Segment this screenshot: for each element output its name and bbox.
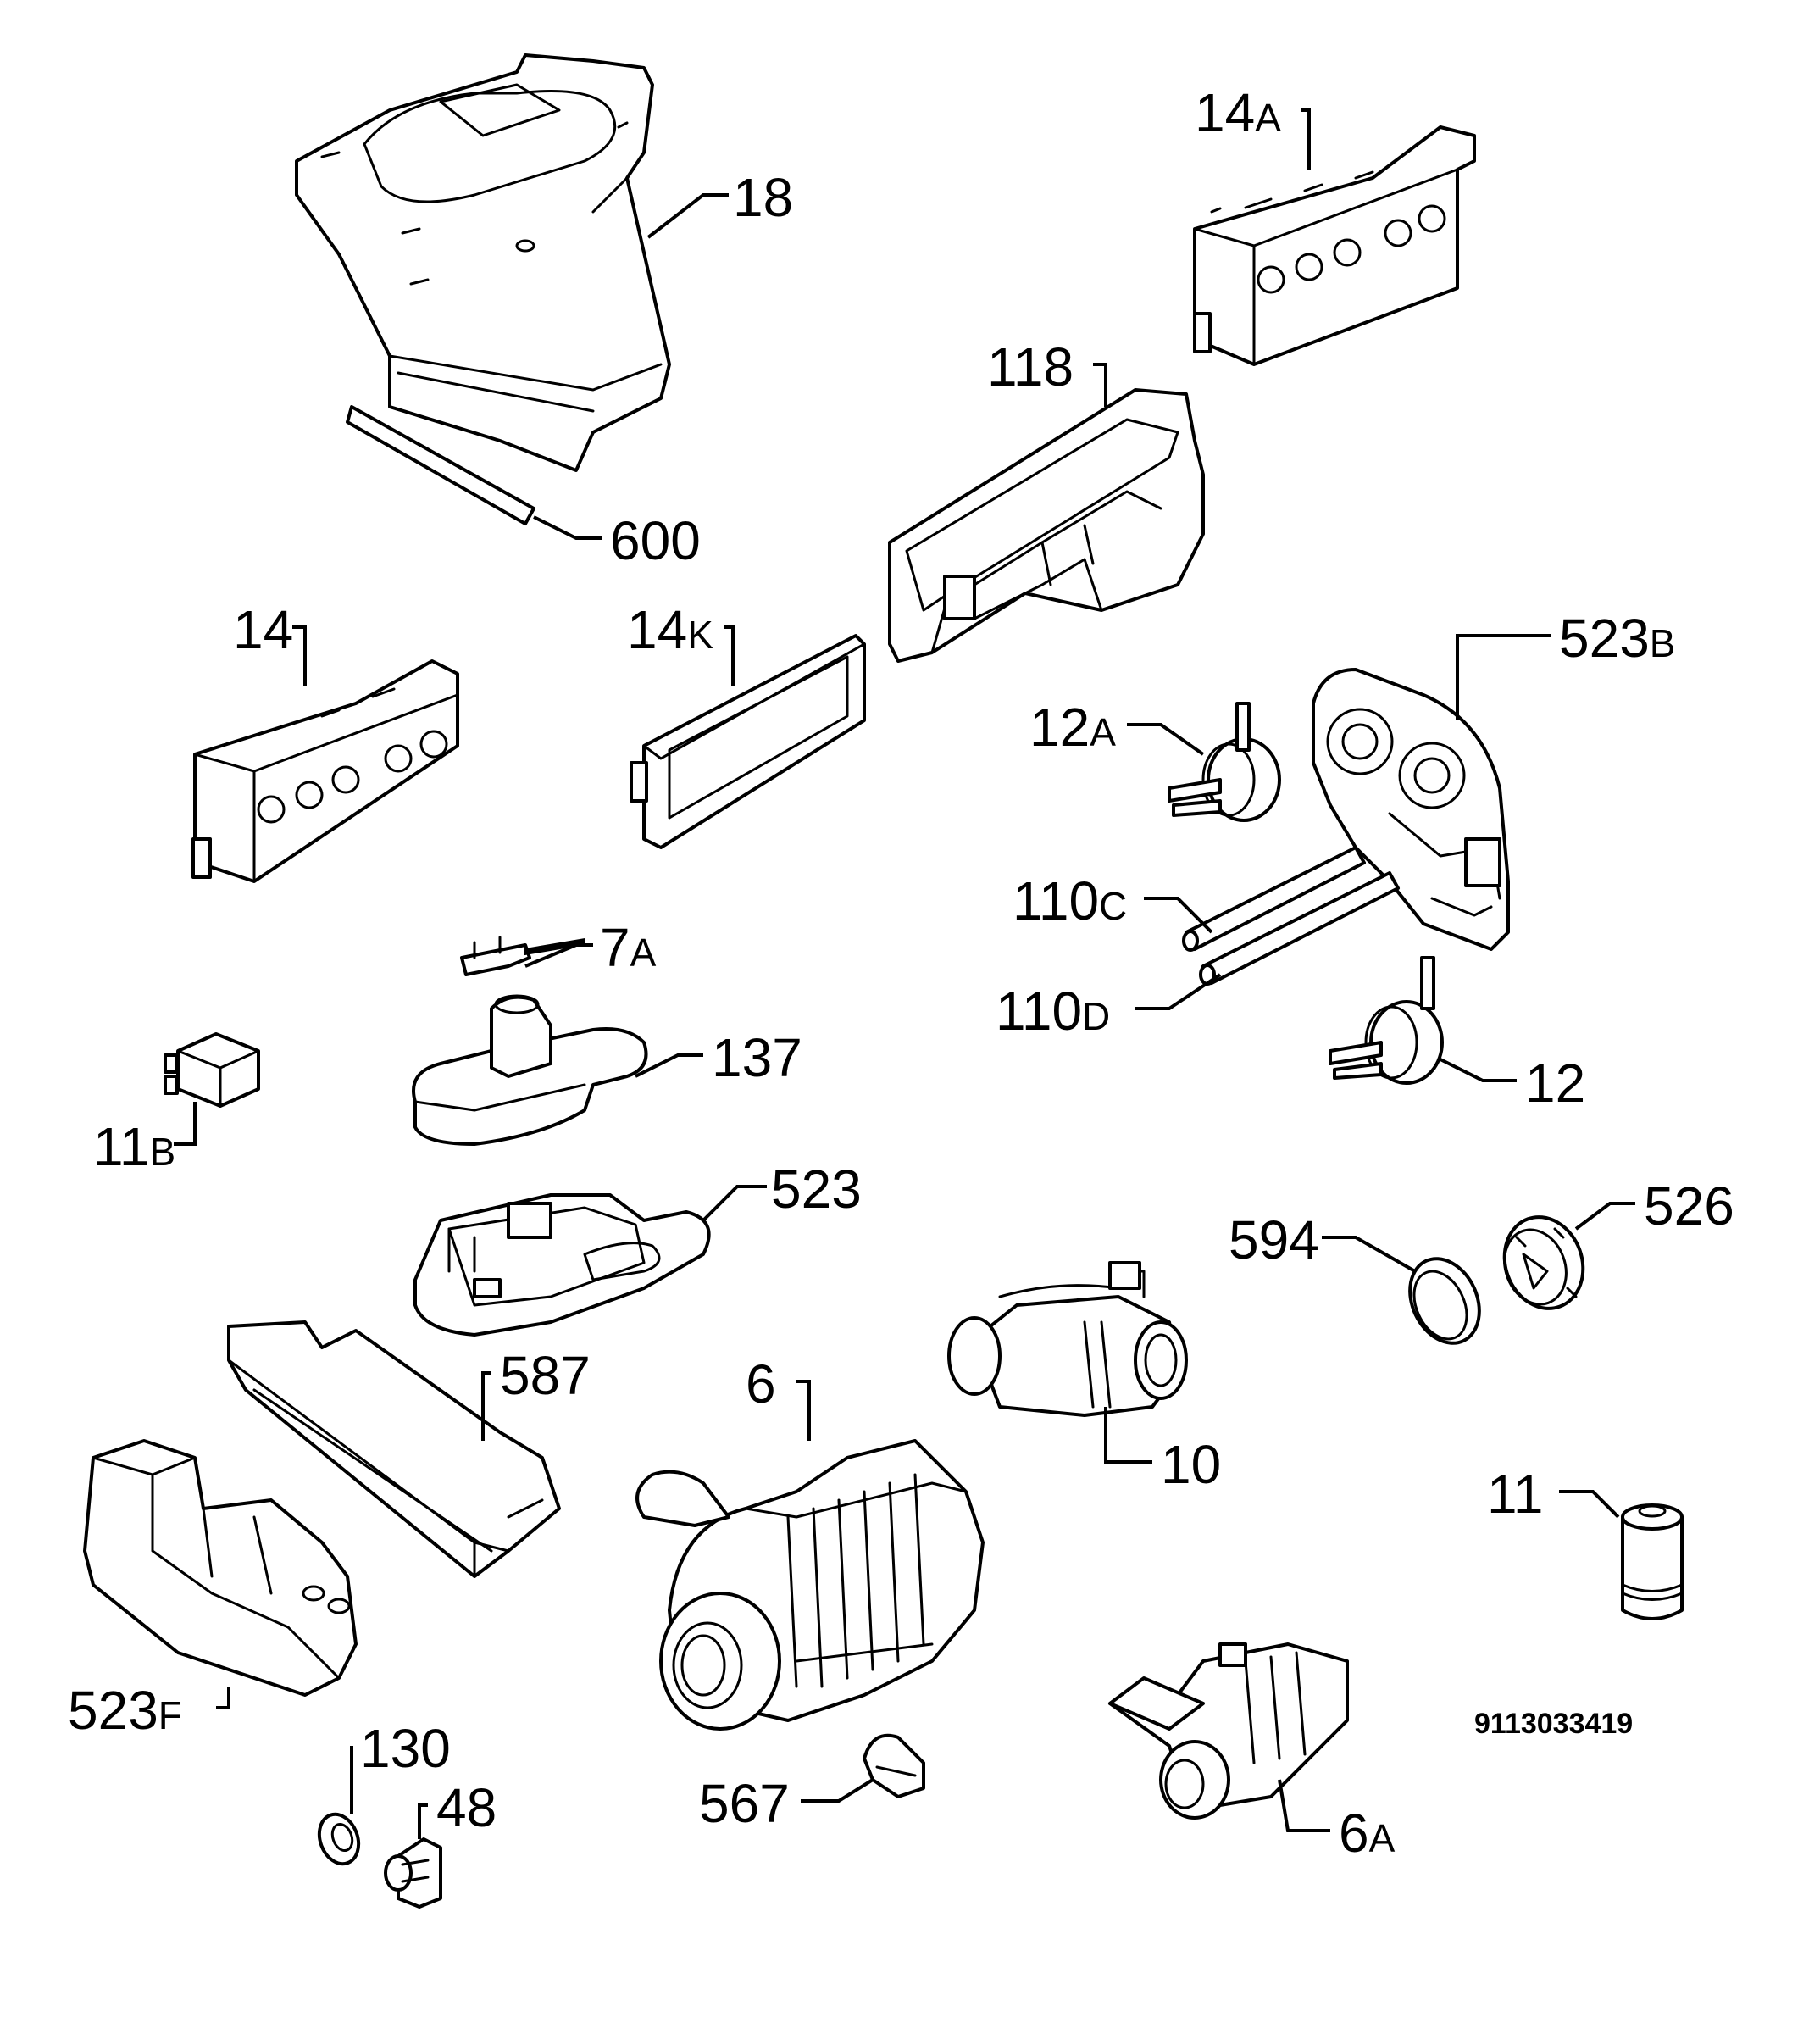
leader-523 bbox=[702, 1185, 767, 1222]
leader-567 bbox=[801, 1778, 874, 1803]
part-600-drawing bbox=[346, 405, 535, 525]
label-526: 526 bbox=[1644, 1175, 1734, 1237]
label-7A: 7A bbox=[600, 917, 657, 978]
label-523F: 523F bbox=[68, 1680, 182, 1741]
part-6-drawing bbox=[635, 1439, 985, 1731]
leader-14 bbox=[292, 625, 307, 686]
part-11-drawing bbox=[1621, 1503, 1684, 1620]
leader-14A bbox=[1301, 108, 1311, 170]
leader-6 bbox=[796, 1380, 811, 1441]
leader-7A bbox=[524, 943, 593, 968]
label-130: 130 bbox=[360, 1718, 451, 1779]
part-523B-drawing bbox=[1312, 668, 1510, 951]
leader-6A bbox=[1278, 1779, 1330, 1832]
leader-18 bbox=[646, 193, 729, 239]
leader-523B bbox=[1456, 634, 1551, 720]
label-567: 567 bbox=[699, 1773, 790, 1834]
label-523: 523 bbox=[771, 1159, 862, 1220]
leader-118 bbox=[1093, 363, 1107, 407]
leader-600 bbox=[533, 515, 602, 540]
leader-10 bbox=[1104, 1407, 1152, 1464]
leader-587 bbox=[481, 1371, 491, 1441]
part-14-drawing bbox=[191, 659, 459, 883]
part-48-drawing bbox=[384, 1837, 442, 1909]
label-118: 118 bbox=[987, 336, 1074, 397]
label-11B: 11B bbox=[93, 1116, 175, 1177]
leader-11 bbox=[1559, 1490, 1620, 1519]
part-12-drawing bbox=[1329, 956, 1444, 1085]
part-10-drawing bbox=[947, 1261, 1188, 1417]
label-48: 48 bbox=[436, 1777, 497, 1838]
label-10: 10 bbox=[1161, 1434, 1221, 1495]
part-14K-drawing bbox=[630, 634, 866, 849]
part-567-drawing bbox=[863, 1733, 925, 1798]
label-18: 18 bbox=[733, 167, 793, 228]
label-14: 14 bbox=[233, 599, 293, 660]
part-594-drawing bbox=[1408, 1257, 1481, 1345]
leader-12 bbox=[1440, 1058, 1517, 1082]
part-18-drawing bbox=[295, 53, 671, 472]
label-12A: 12A bbox=[1029, 697, 1116, 758]
diagram-code: 9113033419 bbox=[1474, 1708, 1633, 1740]
part-14A-drawing bbox=[1193, 125, 1476, 366]
labels: 18 600 14A 118 14 14K 523B 12A 110C 110D… bbox=[68, 82, 1734, 1864]
label-523B: 523B bbox=[1559, 608, 1675, 669]
leader-137 bbox=[635, 1053, 703, 1078]
part-523F-drawing bbox=[83, 1439, 358, 1697]
part-6A-drawing bbox=[1108, 1642, 1349, 1820]
leader-110D bbox=[1135, 973, 1222, 1010]
label-110D: 110D bbox=[996, 981, 1110, 1042]
label-587: 587 bbox=[500, 1345, 591, 1406]
label-12: 12 bbox=[1525, 1053, 1585, 1114]
part-7A-drawing bbox=[460, 936, 585, 976]
part-110C-drawing bbox=[1182, 846, 1366, 952]
leader-11B bbox=[174, 1102, 197, 1146]
leader-523F bbox=[216, 1687, 230, 1709]
label-11: 11 bbox=[1487, 1464, 1543, 1525]
leader-14K bbox=[724, 625, 735, 686]
part-523-drawing bbox=[413, 1193, 711, 1337]
label-110C: 110C bbox=[1013, 870, 1127, 931]
label-594: 594 bbox=[1229, 1209, 1319, 1270]
label-137: 137 bbox=[712, 1027, 802, 1088]
leader-lines bbox=[174, 108, 1635, 1839]
label-600: 600 bbox=[610, 510, 701, 571]
part-118-drawing bbox=[888, 388, 1205, 663]
leader-48 bbox=[418, 1803, 428, 1839]
label-6A: 6A bbox=[1339, 1803, 1396, 1864]
leader-110C bbox=[1144, 897, 1213, 934]
part-137-drawing bbox=[412, 994, 648, 1146]
part-12A-drawing bbox=[1168, 702, 1281, 822]
leader-526 bbox=[1574, 1202, 1635, 1231]
leader-594 bbox=[1322, 1236, 1416, 1273]
part-11B-drawing bbox=[164, 1032, 260, 1108]
label-14A: 14A bbox=[1195, 82, 1281, 143]
part-130-drawing bbox=[317, 1812, 361, 1866]
part-526-drawing bbox=[1502, 1215, 1585, 1310]
label-14K: 14K bbox=[627, 599, 713, 660]
leader-12A bbox=[1127, 723, 1205, 756]
label-6: 6 bbox=[746, 1353, 776, 1414]
part-587-drawing bbox=[227, 1320, 561, 1578]
